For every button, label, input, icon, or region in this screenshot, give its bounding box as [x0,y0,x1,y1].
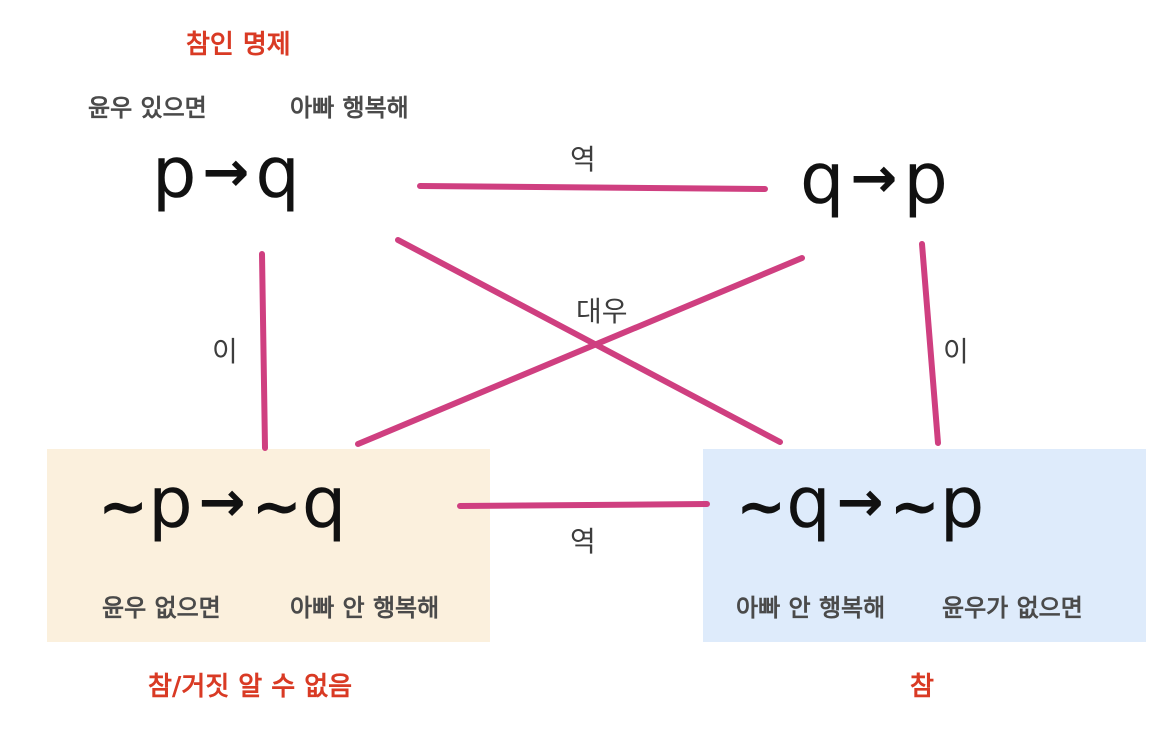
original-cond-label: 윤우 있으면 [88,94,207,122]
contrapositive-formula: ~q→~p [736,468,984,538]
contrapositive-verdict: 참 [910,672,934,702]
inverse-right-label: 이 [943,335,969,368]
converse-arrow: → [850,146,898,211]
inverse-box [47,449,490,642]
inverse-right-symbol: q [301,462,347,544]
contra-right-symbol: p [939,462,985,544]
contrapositive-line-a [395,237,783,445]
inverse-tilde-left: ~ [98,472,149,542]
converse-right-symbol: p [903,138,948,220]
inverse-left-symbol: p [148,462,193,544]
contra-arrow: → [836,470,884,535]
original-formula: p→q [152,138,300,208]
contrapositive-line-b [355,255,805,447]
inverse-left-line [259,251,268,451]
contrapositive-box [703,449,1146,642]
inverse-left-label: 이 [212,335,238,368]
converse-formula: q→p [800,144,948,214]
inverse-arrow: → [198,470,246,535]
inverse-cond-label: 윤우 없으면 [102,594,221,622]
contrapositive-label: 대우 [576,295,628,328]
converse-left-symbol: q [800,138,845,220]
original-arrow: → [202,140,250,205]
original-left-symbol: p [152,132,197,214]
inverse-formula: ~p→~q [98,468,346,538]
contra-tilde-right: ~ [889,472,940,542]
inverse-tilde-right: ~ [251,472,302,542]
original-result-label: 아빠 행복해 [290,94,409,122]
converse-top-label: 역 [570,143,596,176]
contra-tilde-left: ~ [736,472,787,542]
contra-left-symbol: q [786,462,831,544]
contra-cond-label: 아빠 안 행복해 [736,594,886,622]
inverse-right-line [919,241,941,446]
original-right-symbol: q [255,132,300,214]
contra-result-label: 윤우가 없으면 [942,594,1083,622]
converse-bottom-label: 역 [570,525,596,558]
converse-top-line [417,183,768,192]
converse-bottom-line [457,501,710,509]
inverse-verdict: 참/거짓 알 수 없음 [148,672,353,702]
inverse-result-label: 아빠 안 행복해 [290,594,440,622]
page-title: 참인 명제 [186,30,291,60]
